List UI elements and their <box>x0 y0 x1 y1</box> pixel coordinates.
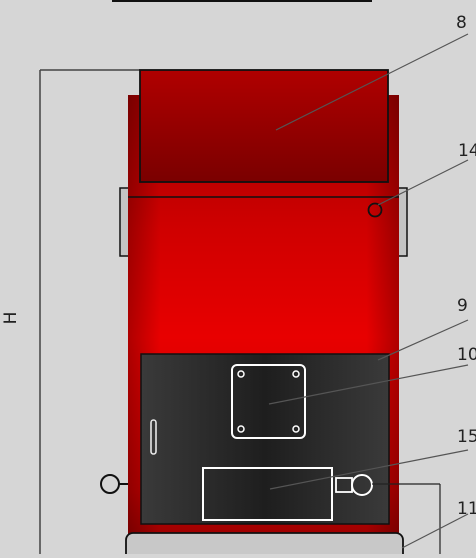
svg-text:15: 15 <box>457 427 476 447</box>
ash-box-outline <box>202 467 333 521</box>
svg-text:10: 10 <box>457 345 476 365</box>
base-plinth <box>125 532 404 558</box>
callout-9: 9 <box>377 296 469 361</box>
inspection-plate <box>231 364 306 439</box>
svg-text:14: 14 <box>458 141 476 161</box>
height-dimension: H <box>1 69 140 554</box>
left-pipe-connector <box>100 474 128 494</box>
svg-text:9: 9 <box>457 296 468 316</box>
svg-text:8: 8 <box>456 13 467 33</box>
door-handle-slot <box>150 419 157 455</box>
callout-10: 10 <box>268 345 476 405</box>
side-connector <box>335 474 373 496</box>
height-label: H <box>1 312 21 325</box>
svg-text:11: 11 <box>457 499 476 519</box>
sensor-port <box>367 202 383 218</box>
callout-14: 14 <box>377 141 476 206</box>
fuel-hopper <box>139 69 389 183</box>
callout-15: 15 <box>269 427 476 490</box>
callout-11: 11 <box>401 499 476 549</box>
callout-8: 8 <box>275 13 469 131</box>
